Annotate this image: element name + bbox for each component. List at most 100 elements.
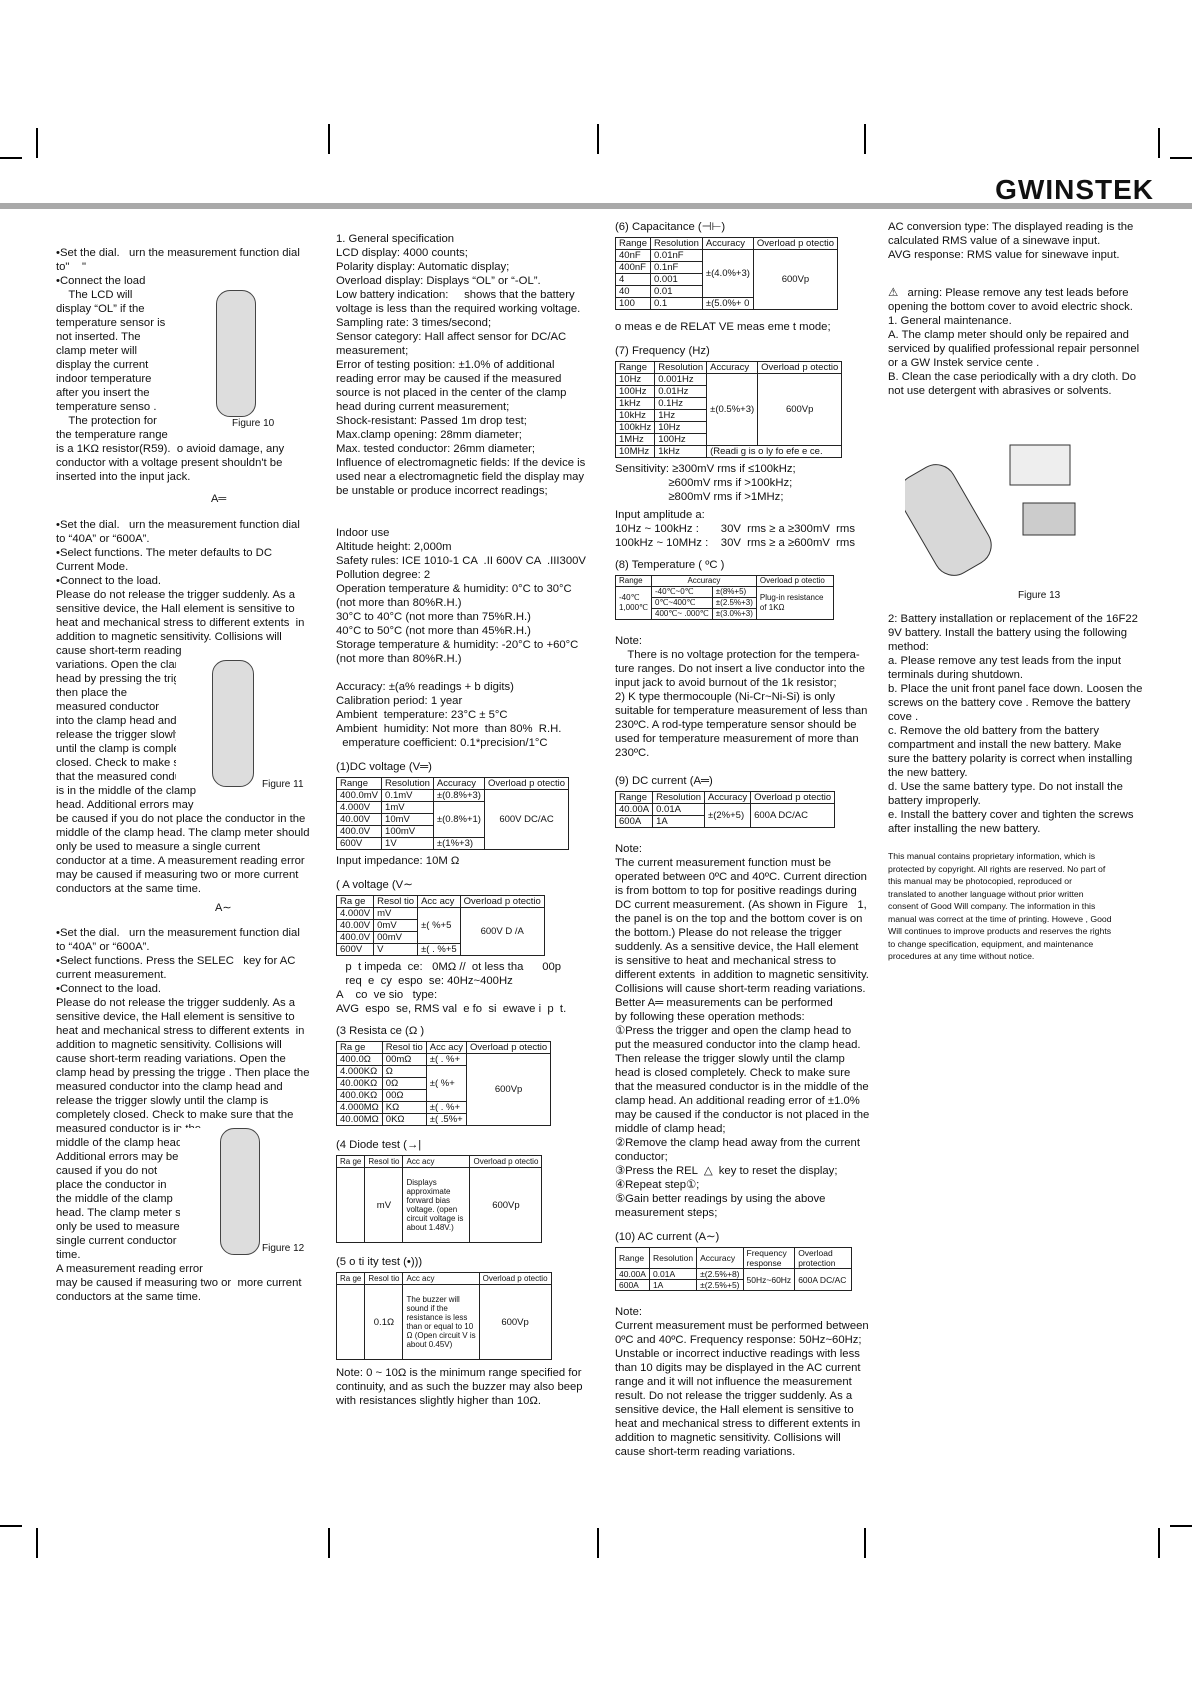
table-cell: 10Hz <box>654 421 708 434</box>
table-header: Overload p otectio <box>755 575 834 587</box>
text-line: not use detergent with abrasives or solv… <box>888 385 1112 397</box>
ac-current-mark: A∼ <box>215 902 232 914</box>
table-cell: 600V DC/AC <box>483 789 570 850</box>
table-cell-line: Displays <box>406 1178 437 1187</box>
text-line: Calibration period: 1 year <box>336 695 463 707</box>
resistance-title: (3 Resista ce (Ω ) <box>336 1025 425 1037</box>
table-header: Resol tio <box>373 895 419 908</box>
clamp-meter-illustration <box>220 1128 260 1255</box>
text-line: cause short-term reading variations. Ope… <box>56 1053 286 1065</box>
dc-current-mark: A═ <box>211 493 227 505</box>
table-cell-line: Ω (Open circuit V is <box>406 1331 476 1340</box>
text-line: Sampling rate: 3 times/second; <box>336 317 492 329</box>
text-line: middle of the clamp head. The clamp mete… <box>56 827 310 839</box>
dc-voltage-title: (1)DC voltage (V═) <box>336 761 432 773</box>
table-cell: -40℃~0℃ <box>651 586 713 598</box>
table-header: Accuracy <box>432 777 485 790</box>
table-cell: ±(4.0%+3) <box>701 249 754 298</box>
text-line: only be used to measure a single current <box>56 841 261 853</box>
text-line: Influence of electromagnetic fields: If … <box>336 457 586 469</box>
text-line: conductors at the same time. <box>56 883 202 895</box>
table-header: Acc acy <box>425 1041 468 1054</box>
text-line: 1. General maintenance. <box>888 315 1012 327</box>
crop-mark <box>0 157 22 159</box>
table-cell: ±(0.8%+3) <box>432 789 485 802</box>
text-line: Altitude height: 2,000m <box>336 541 452 553</box>
table-cell: 4.000KΩ <box>336 1065 383 1078</box>
crop-mark <box>1158 1528 1160 1558</box>
crop-mark <box>597 1528 599 1558</box>
column-1-dc: •Set the dial. urn the measurement funct… <box>56 518 316 896</box>
text-line: Collisions will cause short-term reading… <box>615 983 866 995</box>
text-line: ③Press the REL △ key to reset the displa… <box>615 1165 838 1177</box>
text-line: cause short-term reading <box>56 645 182 657</box>
text-line: middle of clamp head; <box>615 1123 726 1135</box>
text-line: not inserted. The <box>56 331 141 343</box>
crop-mark <box>328 124 330 154</box>
text-line: into the clamp head and <box>56 715 177 727</box>
temperature-instructions: •Set the dial. urn the measurement funct… <box>56 246 306 484</box>
temperature-title: (8) Temperature ( ºC ) <box>615 559 725 571</box>
text-line: AC conversion type: The displayed readin… <box>888 221 1134 233</box>
table-cell: ±(0.8%+1) <box>432 801 485 838</box>
text-line: There is no voltage protection for the t… <box>615 649 860 661</box>
text-line: Pollution degree: 2 <box>336 569 431 581</box>
battery-illustration <box>898 444 1076 576</box>
frequency-title: (7) Frequency (Hz) <box>615 345 710 357</box>
table-cell: 1kHz <box>654 445 708 458</box>
table-cell: 600Vp <box>469 1167 543 1243</box>
table-cell: 600A <box>615 1279 650 1291</box>
table-cell: 1mV <box>381 801 434 814</box>
text-line: ①Press the trigger and open the clamp he… <box>615 1025 852 1037</box>
table-cell: 40nF <box>615 249 651 262</box>
ac-current-title: (10) AC current (A∼) <box>615 1231 720 1243</box>
maintenance-warning: ⚠ arning: Please remove any test leads b… <box>888 286 1158 398</box>
table-cell: 0.001 <box>650 273 703 286</box>
table-cell: 600Vp <box>757 373 843 446</box>
text-line: continuity, and as such the buzzer may a… <box>336 1381 583 1393</box>
text-line: Note: 0 ~ 10Ω is the minimum range speci… <box>336 1367 582 1379</box>
column-4: AC conversion type: The displayed readin… <box>888 220 1158 398</box>
text-line: than 10 digits may be displayed in the A… <box>615 1362 861 1374</box>
text-line: •Select functions. Press the SELEC key f… <box>56 955 296 967</box>
dc-current-notes: Note:The current measurement function mu… <box>615 842 869 1220</box>
text-line: The LCD will <box>56 289 133 301</box>
text-line: reading error may be caused if the measu… <box>336 373 562 385</box>
table-cell: 40.00MΩ <box>336 1113 383 1126</box>
crop-mark <box>864 1528 866 1558</box>
table-cell: 0mV <box>373 919 419 932</box>
text-line: serviced by qualified professional repai… <box>888 343 1140 355</box>
table-cell: ±(1%+3) <box>432 837 485 850</box>
text-line: after you insert the <box>56 387 150 399</box>
text-line: sure the battery polarity is correct whe… <box>888 753 1133 765</box>
table-cell: -40℃ 1,000℃ <box>615 586 652 620</box>
table-header: Frequency response <box>742 1247 796 1269</box>
table-cell: 100kHz <box>614 421 656 434</box>
table-cell: 40.00A <box>615 1268 650 1280</box>
table-cell-line: voltage. (open <box>406 1205 458 1214</box>
text-line: is sensitive to heat and mechanical stre… <box>615 955 837 967</box>
text-line: with resistances slightly higher than 10… <box>336 1395 541 1407</box>
text-line: different extents in addition to magneti… <box>615 969 869 981</box>
table-cell: 400.0V <box>335 931 375 944</box>
text-line: A. The clamp meter should only be repair… <box>888 329 1129 341</box>
text-line: range and it will not influence the meas… <box>615 1376 852 1388</box>
text-line: release the trigger slowly until the cla… <box>56 1095 269 1107</box>
text-line: operated between 0ºC and 40ºC. Current d… <box>615 871 867 883</box>
table-cell: 0.01 <box>650 285 703 298</box>
text-line: Storage temperature & humidity: -20°C to… <box>336 639 579 651</box>
table-cell: 50Hz~60Hz <box>742 1268 796 1291</box>
text-line: The protection for <box>56 415 157 427</box>
table-cell: 100Hz <box>654 433 708 446</box>
text-line: 100kHz ~ 10MHz : 30V rms ≥ a ≥600mV rms <box>615 537 855 549</box>
text-line: Max. tested conductor: 26mm diameter; <box>336 443 536 455</box>
text-line: Note: <box>615 1306 643 1318</box>
text-line: Error of testing position: ±1.0% of addi… <box>336 359 555 371</box>
crop-mark <box>36 128 38 158</box>
